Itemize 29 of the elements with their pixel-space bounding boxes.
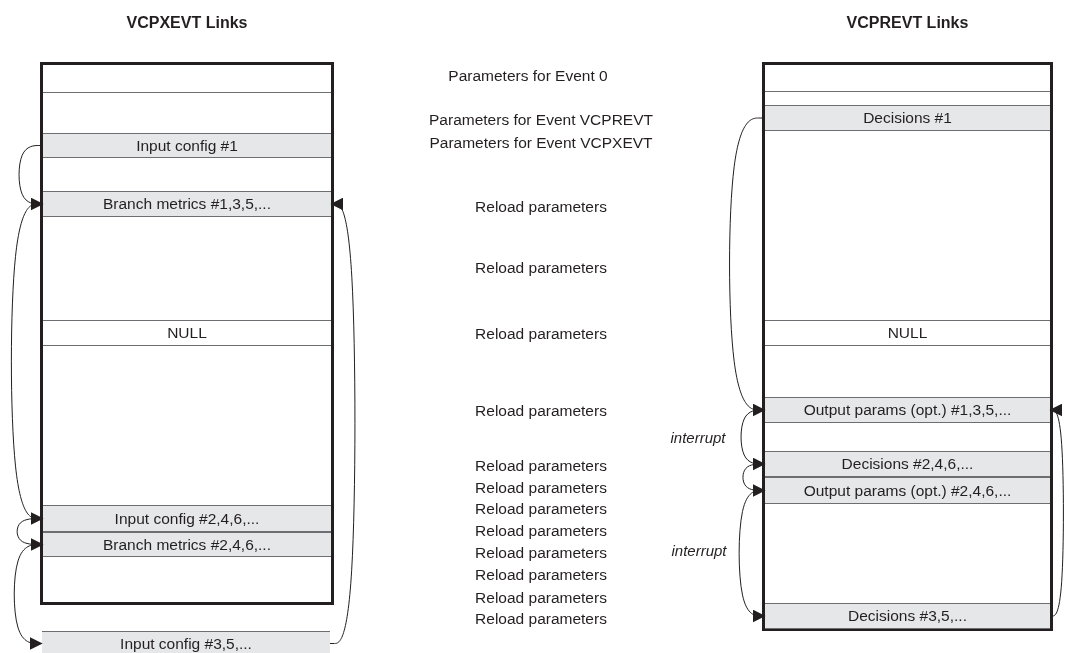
parameter-label: Reload parameters [475,566,607,584]
memory-slot: Branch metrics #2,4,6,... [43,532,331,557]
table-heading: VCPXEVT Links [125,14,249,32]
memory-slot: Decisions #3,5,... [765,603,1050,629]
memory-slot: NULL [43,320,331,346]
parameter-label: Reload parameters [475,522,607,540]
parameter-label: Parameters for Event VCPREVT [429,111,653,129]
memory-slot: Output params (opt.) #1,3,5,... [765,397,1050,423]
parameter-label: Reload parameters [475,479,607,497]
parameter-label: Parameters for Event 0 [448,67,608,85]
parameter-label: Parameters for Event VCPXEVT [429,134,653,152]
parameter-label: Reload parameters [475,500,607,518]
parameter-label: Reload parameters [475,589,607,607]
table-heading: VCPREVT Links [845,14,970,32]
memory-slot: NULL [765,320,1050,346]
memory-slot: Decisions #2,4,6,... [765,451,1050,477]
parameter-label: Reload parameters [475,544,607,562]
parameter-label: Reload parameters [475,457,607,475]
parameter-label: Reload parameters [475,325,607,343]
memory-slot: Output params (opt.) #2,4,6,... [765,477,1050,504]
memory-slot: Decisions #1 [765,105,1050,131]
memory-slot: Input config #3,5,... [42,631,330,653]
parameter-label: Reload parameters [475,610,607,628]
memory-slot: Input config #2,4,6,... [43,505,331,532]
memory-slot: Input config #1 [43,133,331,158]
parameter-label: Reload parameters [475,198,607,216]
memory-slot: Branch metrics #1,3,5,... [43,191,331,217]
parameter-label: Reload parameters [475,259,607,277]
parameter-label: Reload parameters [475,402,607,420]
